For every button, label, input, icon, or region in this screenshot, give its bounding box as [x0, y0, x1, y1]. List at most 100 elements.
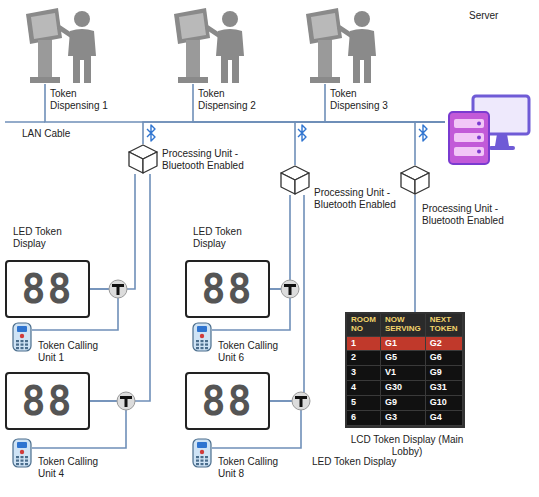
- table-cell-text: G10: [430, 397, 447, 407]
- table-cell-text: 6: [351, 412, 356, 422]
- server-icon: [445, 92, 533, 167]
- table-cell-text: G3: [385, 412, 397, 422]
- table-cell: G5: [381, 351, 426, 366]
- pu-label: Processing Unit - Bluetooth Enabled: [162, 148, 257, 172]
- column-header: ROOM NO: [351, 316, 376, 334]
- table-cell: 4: [347, 381, 381, 396]
- connector-line: [295, 122, 445, 165]
- token-calling-remote: [12, 322, 32, 352]
- table-cell: 6: [347, 411, 381, 426]
- table-cell: V1: [381, 366, 426, 381]
- table-cell-text: G9: [385, 397, 397, 407]
- table-cell-text: 3: [351, 367, 356, 377]
- kiosk-icon: [166, 6, 256, 84]
- token-calling-remote: [192, 438, 212, 468]
- connector-line: [325, 84, 445, 122]
- table-cell-text: G31: [430, 382, 447, 392]
- table-cell-text: 4: [351, 382, 356, 392]
- call-label: Token Calling Unit 4: [38, 456, 113, 480]
- table-cell-text: G2: [430, 338, 442, 348]
- table-cell-text: G30: [385, 382, 402, 392]
- call-label: Token Calling Unit 6: [218, 340, 293, 364]
- table-cell-text: G4: [430, 412, 442, 422]
- connector-line: [143, 122, 445, 144]
- server-label: Server: [469, 10, 519, 22]
- led-node: 88LED Token Display: [185, 260, 270, 318]
- server-node: Server: [445, 92, 533, 167]
- table-cell-text: G5: [385, 352, 397, 362]
- table-cell-text: V1: [385, 367, 396, 377]
- call-node: Token Calling Unit 8: [192, 438, 212, 468]
- led-label: LED Token Display: [193, 226, 263, 250]
- connector-line: [270, 195, 290, 289]
- table-cell: G31: [426, 381, 463, 396]
- connector-line: [414, 195, 416, 312]
- connector-line: [45, 84, 445, 122]
- table-cell-text: G6: [430, 352, 442, 362]
- pu-node: Processing Unit - Bluetooth Enabled: [280, 165, 310, 195]
- pu-label: Processing Unit - Bluetooth Enabled: [422, 203, 527, 227]
- table-cell-text: 2: [351, 352, 356, 362]
- table-cell: 2: [347, 351, 381, 366]
- table-cell: NOW SERVING: [381, 314, 426, 337]
- processing-unit-cube: [280, 165, 310, 195]
- lcd-node: ROOM NO NOW SERVING NEXT TOKEN 1 G1 G2 2 G5 G6 3 V…: [345, 312, 465, 428]
- kiosk-node: Token Dispensing 2: [166, 6, 256, 84]
- lan-cable-end: [5, 121, 45, 123]
- table-cell: NEXT TOKEN: [426, 314, 463, 337]
- token-calling-remote: [12, 438, 32, 468]
- table-cell: ROOM NO: [347, 314, 381, 337]
- kiosk-icon: [18, 6, 108, 84]
- call-node: Token Calling Unit 1: [12, 322, 32, 352]
- table-cell: 1: [347, 337, 381, 352]
- led-node: 88: [5, 372, 90, 430]
- pu-label: Processing Unit - Bluetooth Enabled: [314, 187, 409, 211]
- table-cell: G6: [426, 351, 463, 366]
- table-cell: G4: [426, 411, 463, 426]
- led-label: LED Token Display: [312, 456, 412, 468]
- kiosk-label: Token Dispensing 2: [198, 88, 276, 112]
- kiosk-node: Token Dispensing 1: [18, 6, 108, 84]
- pu-node: Processing Unit - Bluetooth Enabled: [400, 165, 430, 195]
- table-cell-text: 1: [351, 338, 356, 348]
- led-label: LED Token Display: [13, 226, 83, 250]
- pu-node: Processing Unit - Bluetooth Enabled: [128, 144, 158, 174]
- display-caption: LCD Token Display (Main Lobby): [341, 434, 473, 458]
- t-connector: [109, 280, 127, 298]
- table-cell: 3: [347, 366, 381, 381]
- led-digits: 88: [201, 269, 253, 309]
- table-cell: G10: [426, 396, 463, 411]
- call-node: Token Calling Unit 6: [192, 322, 212, 352]
- call-label: Token Calling Unit 1: [38, 340, 113, 364]
- bluetooth-symbol: [419, 125, 427, 141]
- call-node: Token Calling Unit 4: [12, 438, 32, 468]
- column-header: NEXT TOKEN: [430, 316, 458, 334]
- led-digits: 88: [201, 381, 253, 421]
- led-digits: 88: [21, 381, 73, 421]
- kiosk-label: Token Dispensing 3: [330, 88, 408, 112]
- table-cell: G3: [381, 411, 426, 426]
- processing-unit-cube: [128, 144, 158, 174]
- kiosk-icon: [298, 6, 388, 84]
- table-cell-text: 5: [351, 397, 356, 407]
- t-connector: [117, 392, 135, 410]
- table-cell-text: G1: [385, 338, 397, 348]
- cable-label: LAN Cable: [22, 128, 70, 140]
- kiosk-node: Token Dispensing 3: [298, 6, 388, 84]
- column-header: NOW SERVING: [385, 316, 421, 334]
- table-cell: G9: [426, 366, 463, 381]
- token-calling-remote: [192, 322, 212, 352]
- led-digits: 88: [21, 269, 73, 309]
- connector-line: [415, 122, 445, 165]
- t-connector: [292, 392, 310, 410]
- processing-unit-cube: [400, 165, 430, 195]
- bluetooth-symbol: [147, 125, 155, 141]
- connector-line: [193, 84, 445, 122]
- bluetooth-symbol: [298, 125, 306, 141]
- table-cell: 5: [347, 396, 381, 411]
- t-connector: [281, 280, 299, 298]
- connector-line: [90, 174, 135, 289]
- call-label: Token Calling Unit 8: [218, 456, 293, 480]
- kiosk-label: Token Dispensing 1: [50, 88, 128, 112]
